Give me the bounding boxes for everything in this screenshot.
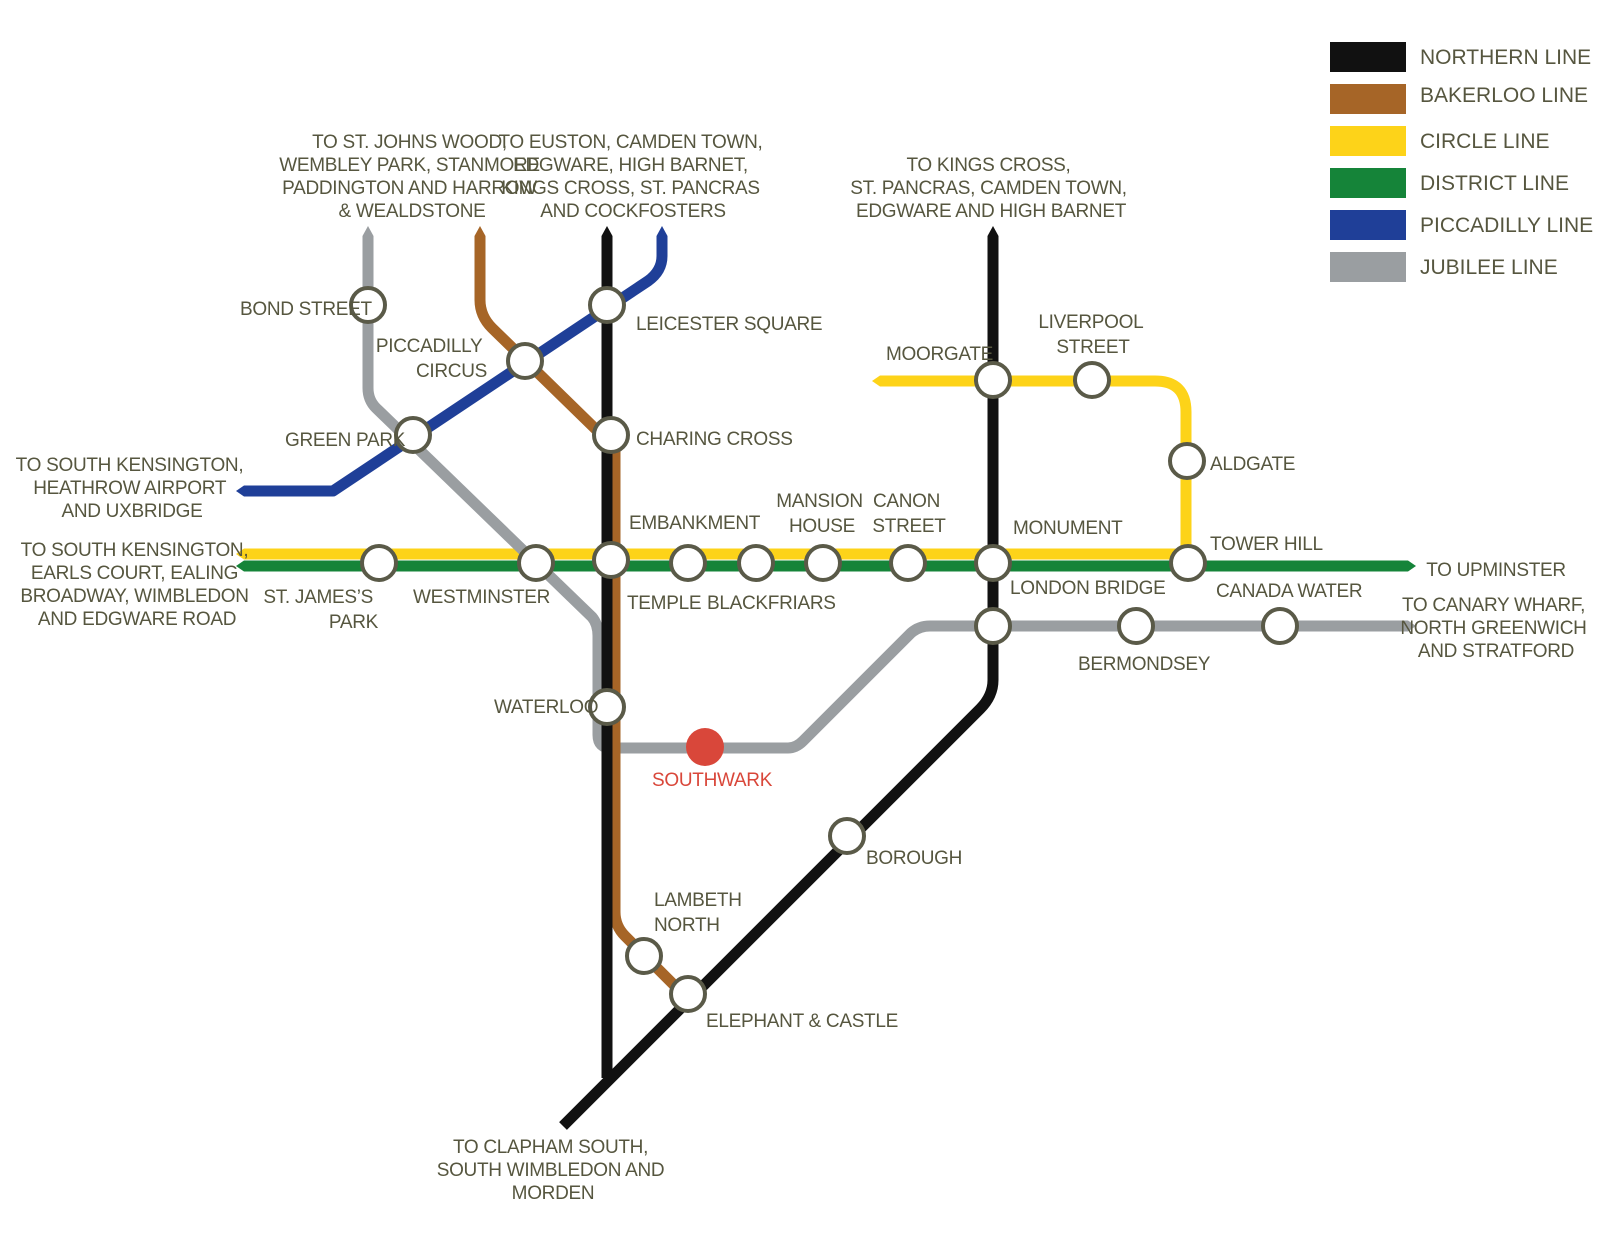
legend-label-piccadilly: PICCADILLY LINE — [1420, 214, 1593, 237]
label-lambeth-north: LAMBETH NORTH — [654, 890, 747, 936]
label-london-bridge: LONDON BRIDGE — [1010, 578, 1166, 599]
legend-swatch-jubilee — [1330, 252, 1406, 282]
station-green-park[interactable] — [394, 416, 432, 454]
legend-label-bakerloo: BAKERLOO LINE — [1420, 84, 1588, 107]
label-green-park: GREEN PARK — [285, 430, 406, 451]
station-elephant-castle[interactable] — [669, 975, 707, 1013]
legend-swatch-district — [1330, 168, 1406, 198]
label-bond-street: BOND STREET — [240, 299, 373, 320]
dest-earls-court: TO SOUTH KENSINGTON, EARLS COURT, EALING… — [20, 540, 253, 630]
label-bermondsey: BERMONDSEY — [1078, 654, 1211, 675]
station-london-bridge[interactable] — [974, 607, 1012, 645]
station-aldgate[interactable] — [1168, 442, 1206, 480]
legend-label-northern: NORTHERN LINE — [1420, 46, 1591, 69]
label-mansion-house: MANSION HOUSE — [776, 491, 868, 537]
station-bond-street[interactable] — [349, 286, 387, 324]
legend: NORTHERN LINE BAKERLOO LINE CIRCLE LINE … — [1330, 42, 1593, 282]
station-bermondsey[interactable] — [1117, 607, 1155, 645]
piccadilly-line-route — [244, 236, 668, 497]
label-embankment: EMBANKMENT — [629, 513, 761, 534]
dest-st-johns-wood: TO ST. JOHNS WOOD, WEMBLEY PARK, STANMOR… — [279, 132, 545, 222]
label-borough: BOROUGH — [866, 848, 962, 869]
station-charing-cross[interactable] — [592, 416, 630, 454]
northern-line-bank-route — [559, 236, 999, 1130]
station-piccadilly-circus[interactable] — [506, 342, 544, 380]
label-leicester-square: LEICESTER SQUARE — [636, 314, 822, 335]
legend-swatch-northern — [1330, 42, 1406, 72]
station-tower-hill[interactable] — [1169, 544, 1207, 582]
jubilee-east-arrow — [1408, 620, 1416, 632]
piccadilly-north-arrow — [656, 226, 668, 236]
station-mansion-house[interactable] — [804, 544, 842, 582]
label-southwark: SOUTHWARK — [652, 770, 773, 791]
northern-north-arrow-2 — [987, 226, 999, 236]
label-canada-water: CANADA WATER — [1216, 581, 1362, 602]
label-tower-hill: TOWER HILL — [1210, 534, 1323, 555]
jubilee-line-route — [362, 236, 1408, 754]
label-elephant-castle: ELEPHANT & CASTLE — [706, 1011, 898, 1032]
label-westminster: WESTMINSTER — [413, 587, 550, 608]
station-temple[interactable] — [669, 544, 707, 582]
station-leicester-square[interactable] — [588, 286, 626, 324]
dest-heathrow: TO SOUTH KENSINGTON, HEATHROW AIRPORT AN… — [16, 455, 249, 522]
dest-clapham-south: TO CLAPHAM SOUTH, SOUTH WIMBLEDON AND MO… — [437, 1137, 670, 1204]
circle-west-moorgate-arrow — [872, 375, 880, 387]
station-canada-water[interactable] — [1261, 607, 1299, 645]
dest-canary-wharf: TO CANARY WHARF, NORTH GREENWICH AND STR… — [1400, 595, 1591, 662]
label-canon-street: CANON STREET — [872, 491, 946, 537]
jubilee-north-arrow — [362, 226, 374, 236]
station-liverpool-street[interactable] — [1073, 361, 1111, 399]
legend-swatch-circle — [1330, 126, 1406, 156]
dest-upminster: TO UPMINSTER — [1426, 560, 1566, 581]
station-borough[interactable] — [828, 817, 866, 855]
dest-euston: TO EUSTON, CAMDEN TOWN, EDGWARE, HIGH BA… — [498, 132, 767, 222]
circle-west-arrow — [236, 548, 244, 560]
station-lambeth-north[interactable] — [625, 937, 663, 975]
label-moorgate: MOORGATE — [886, 344, 993, 365]
legend-swatch-bakerloo — [1330, 84, 1406, 114]
dest-kings-cross: TO KINGS CROSS, ST. PANCRAS, CAMDEN TOWN… — [850, 155, 1131, 222]
station-st-jamess-park[interactable] — [360, 544, 398, 582]
station-moorgate[interactable] — [974, 361, 1012, 399]
station-waterloo[interactable] — [588, 688, 626, 726]
label-blackfriars: BLACKFRIARS — [707, 593, 836, 614]
station-canon-street[interactable] — [889, 544, 927, 582]
district-east-arrow — [1408, 560, 1416, 572]
station-southwark-current[interactable] — [686, 728, 724, 766]
northern-north-arrow-1 — [601, 226, 613, 236]
label-waterloo: WATERLOO — [494, 697, 598, 718]
bakerloo-north-arrow — [474, 226, 486, 236]
station-embankment[interactable] — [592, 541, 630, 579]
label-charing-cross: CHARING CROSS — [636, 429, 793, 450]
legend-swatch-piccadilly — [1330, 210, 1406, 240]
piccadilly-west-arrow — [236, 485, 244, 497]
label-liverpool-street: LIVERPOOL STREET — [1038, 312, 1147, 358]
station-monument[interactable] — [974, 544, 1012, 582]
legend-label-jubilee: JUBILEE LINE — [1420, 256, 1558, 279]
station-blackfriars[interactable] — [737, 544, 775, 582]
label-st-jamess-park: ST. JAMES’S PARK — [263, 587, 378, 633]
district-west-arrow — [236, 560, 244, 572]
station-westminster[interactable] — [517, 544, 555, 582]
label-piccadilly-circus: PICCADILLY CIRCUS — [376, 336, 487, 382]
label-temple: TEMPLE — [627, 593, 701, 614]
label-monument: MONUMENT — [1013, 518, 1123, 539]
label-aldgate: ALDGATE — [1210, 454, 1295, 475]
circle-line-route — [244, 375, 1192, 560]
legend-label-circle: CIRCLE LINE — [1420, 130, 1550, 153]
legend-label-district: DISTRICT LINE — [1420, 172, 1569, 195]
